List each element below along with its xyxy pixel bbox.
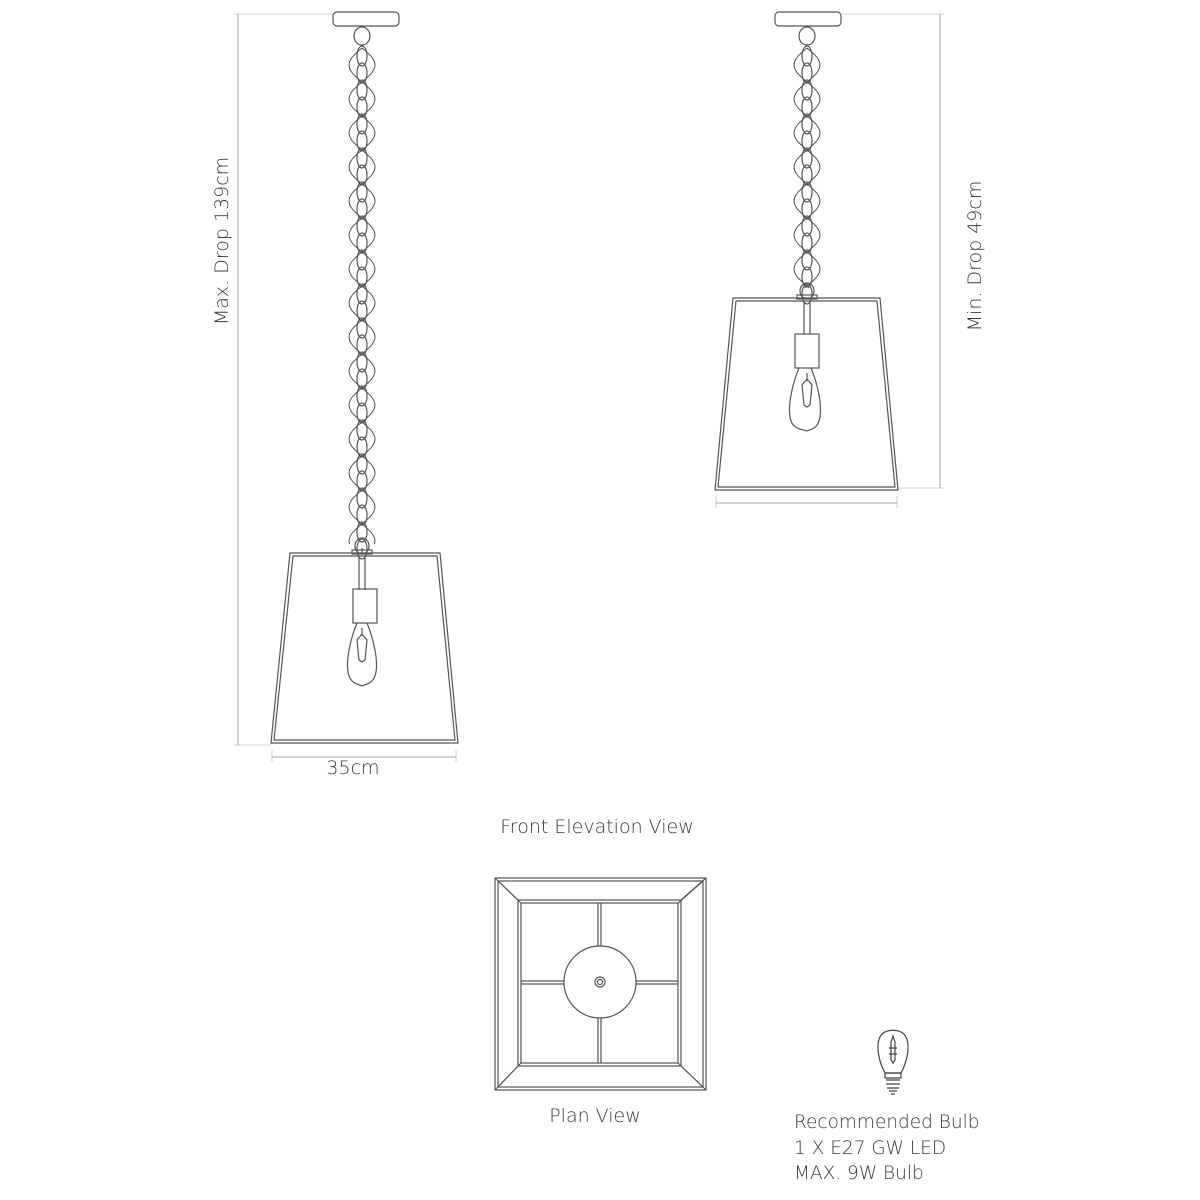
lamp-frame-outer-right (714, 297, 899, 491)
chain-link (356, 504, 368, 526)
plan-outer-frame (494, 877, 707, 1091)
recommended-bulb-info: Recommended Bulb 1 X E27 GW LED MAX. 9W … (794, 1110, 980, 1187)
chain-link (801, 62, 813, 84)
hook-plate-left (351, 549, 373, 555)
chain-link (801, 96, 813, 118)
lamp-frame-inner-right (717, 300, 896, 488)
chain-link (801, 215, 813, 237)
width-label: 35cm (326, 757, 380, 779)
chain-link (356, 300, 368, 322)
chain-link (801, 164, 813, 186)
bulb-spec-wattage: MAX. 9W Bulb (794, 1163, 924, 1184)
chain-link (356, 453, 368, 475)
chain-link (801, 249, 813, 271)
chain-link (356, 96, 368, 118)
chain-link (801, 79, 813, 101)
lamp-frame-outer-left (270, 552, 459, 744)
chain-link (356, 147, 368, 169)
bulb-spec-type: 1 X E27 GW LED (794, 1137, 947, 1159)
hook-plate-right (796, 294, 818, 300)
chain-link (356, 538, 368, 560)
chain-link (356, 232, 368, 254)
chain-link (801, 130, 813, 152)
chain-link (801, 147, 813, 169)
plan-cross-bars (521, 903, 678, 1063)
chain-link (356, 62, 368, 84)
chain-link (356, 79, 368, 101)
bulb-holder-right (794, 333, 820, 369)
bulb-left (346, 622, 378, 687)
bulb-holder-left (352, 588, 378, 624)
chain-link (801, 266, 813, 288)
chain-link (801, 113, 813, 135)
filament-left (356, 628, 368, 663)
chain-top-ring (798, 26, 816, 46)
chain-link (356, 215, 368, 237)
min-drop-label: Min. Drop 49cm (964, 180, 986, 332)
chain-link (356, 385, 368, 407)
plan-view-caption: Plan View (549, 1105, 641, 1127)
plan-corner-bevels (494, 877, 707, 1091)
front-elevation-caption: Front Elevation View (500, 816, 694, 838)
chain-twist (793, 47, 821, 289)
chain-link (356, 419, 368, 441)
chain-link (356, 368, 368, 390)
plan-ceiling-rose (563, 945, 637, 1019)
ceiling-rose-left (332, 11, 400, 27)
chain-link (801, 181, 813, 203)
bulb-title: Recommended Bulb (794, 1112, 980, 1133)
chain-link (356, 181, 368, 203)
chain-link (356, 334, 368, 356)
chain-link (801, 198, 813, 220)
chain-link (356, 402, 368, 424)
max-drop-label: Max. Drop 139cm (211, 156, 233, 326)
chain-link (801, 283, 813, 305)
bulb-right (788, 367, 822, 432)
filament-right (801, 373, 813, 408)
chain-link (801, 232, 813, 254)
chain-link (356, 164, 368, 186)
chain-link (356, 487, 368, 509)
plan-center-fixing (594, 976, 606, 988)
ceiling-rose-right (774, 11, 842, 27)
chain-left (348, 26, 376, 560)
plan-view-drawing (494, 877, 707, 1091)
chain-twist (348, 47, 376, 545)
chain-link (356, 266, 368, 288)
chain-link (356, 45, 368, 67)
lamp-frame-inner-left (273, 555, 456, 741)
chain-link (801, 45, 813, 67)
recommended-bulb-icon (877, 1029, 909, 1095)
chain-right (793, 26, 821, 305)
chain-link (356, 351, 368, 373)
chain-link (356, 283, 368, 305)
chain-link (356, 249, 368, 271)
chain-link (356, 113, 368, 135)
chain-link (356, 198, 368, 220)
min-drop-elevation (714, 11, 944, 508)
chain-link (356, 436, 368, 458)
chain-link (356, 470, 368, 492)
chain-link (356, 130, 368, 152)
max-drop-elevation (234, 11, 459, 762)
plan-inner-frame (517, 899, 682, 1067)
chain-top-ring (353, 26, 371, 46)
chain-link (356, 317, 368, 339)
chain-link (356, 521, 368, 543)
